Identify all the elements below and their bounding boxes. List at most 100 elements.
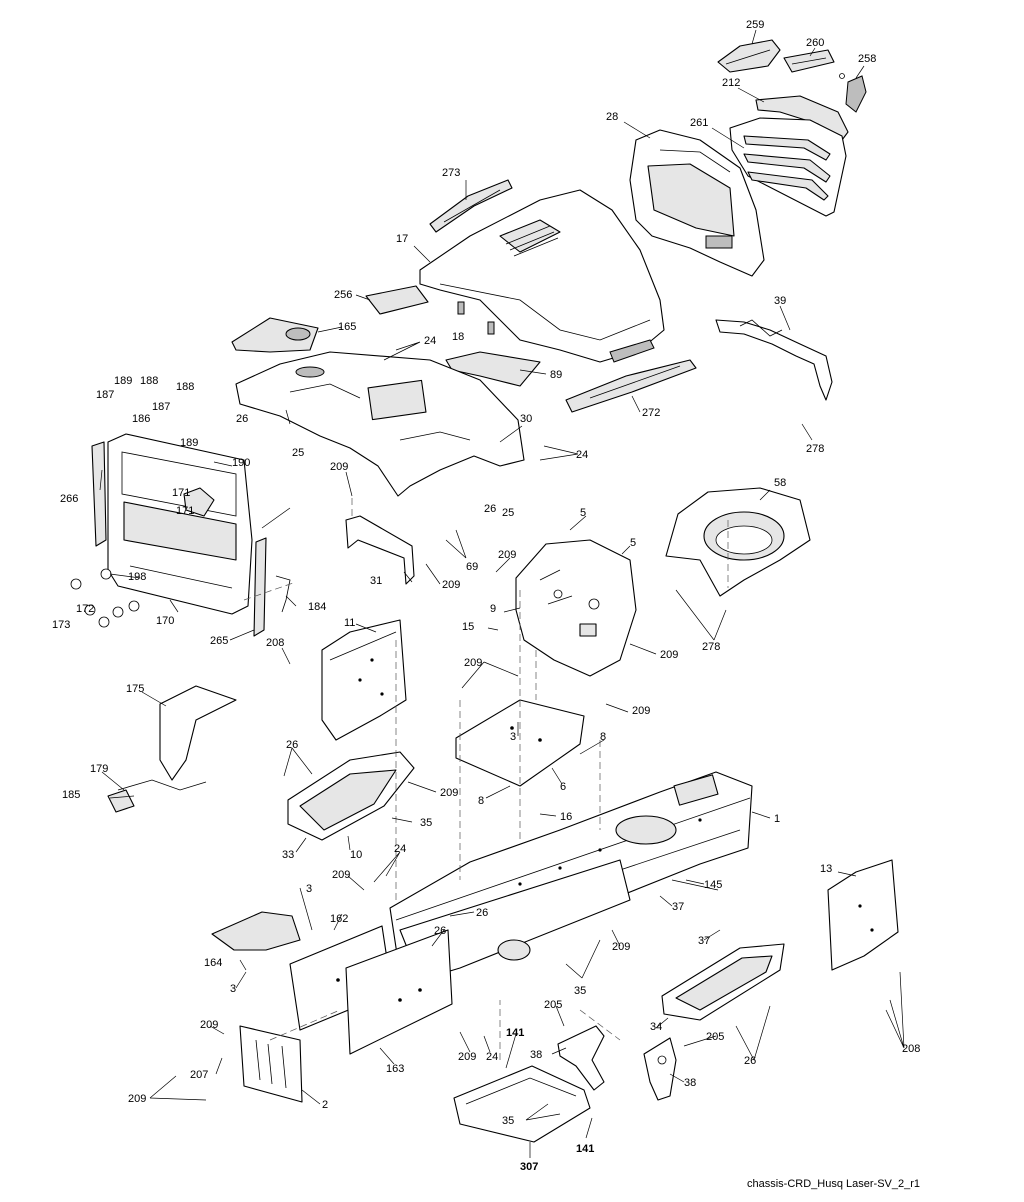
callout-8: 8 [478,795,484,807]
leader-lines [99,29,905,1158]
callout-8: 8 [600,731,606,743]
callout-260: 260 [806,37,824,49]
callout-186: 186 [132,413,150,425]
part-164-bracket [211,911,301,951]
part-11-side-panel [321,619,407,741]
part-272-side-vent [565,359,697,413]
callout-175: 175 [126,683,144,695]
callout-172: 172 [76,603,94,615]
callout-170: 170 [156,615,174,627]
callout-39: 39 [774,295,786,307]
part-38-bracket-right [643,1037,677,1101]
part-34-footrest [661,943,785,1021]
callout-37: 37 [672,901,684,913]
callout-209: 209 [128,1093,146,1105]
callout-26: 26 [744,1055,756,1067]
part-256-cover [365,285,429,315]
callout-31: 31 [370,575,382,587]
callout-28: 28 [606,111,618,123]
callout-24: 24 [576,449,588,461]
callout-173: 173 [52,619,70,631]
part-307-tray [453,1065,591,1143]
callout-18: 18 [452,331,464,343]
part-261-grille [729,117,847,217]
callout-34: 34 [650,1021,662,1033]
callout-208: 208 [266,637,284,649]
part-30-fender [235,351,525,497]
callout-24: 24 [486,1051,498,1063]
callout-207: 207 [190,1069,208,1081]
callout-189: 189 [180,437,198,449]
callout-17: 17 [396,233,408,245]
callout-171: 171 [172,487,190,499]
part-38-bracket-left [557,1025,605,1091]
callout-198: 198 [128,571,146,583]
callout-171: 171 [176,505,194,517]
part-170-dash-panel [107,433,253,615]
callout-38: 38 [530,1049,542,1061]
part-145-rod [671,879,719,891]
callout-163: 163 [386,1063,404,1075]
callout-2: 2 [322,1099,328,1111]
callout-162: 162 [330,913,348,925]
callout-26: 26 [484,503,496,515]
part-273-hood-vent [429,179,513,233]
callout-258: 258 [858,53,876,65]
callout-15: 15 [462,621,474,633]
part-2-bracket [239,1025,303,1103]
callout-5: 5 [630,537,636,549]
part-31-bracket [345,515,415,585]
part-175-pedal-cover [159,685,237,781]
callout-5: 5 [580,507,586,519]
callout-209: 209 [632,705,650,717]
callout-33: 33 [282,849,294,861]
callout-256: 256 [334,289,352,301]
callout-278: 278 [702,641,720,653]
part-179-rod [107,779,207,813]
callout-209: 209 [440,787,458,799]
diagram-caption: chassis-CRD_Husq Laser-SV_2_r1 [746,1178,920,1190]
part-33-footrest [287,751,415,841]
washer-set-172 [70,568,140,628]
callout-189: 189 [114,375,132,387]
callout-212: 212 [722,77,740,89]
callout-209: 209 [330,461,348,473]
callout-25: 25 [502,507,514,519]
callout-205: 205 [544,999,562,1011]
part-265-side-strip [253,537,267,637]
callout-38: 38 [684,1077,696,1089]
part-9-shroud-plate [515,539,637,677]
callout-188: 188 [176,381,194,393]
callout-6: 6 [560,781,566,793]
callout-307: 307 [520,1161,538,1173]
callout-35: 35 [420,817,432,829]
callout-184: 184 [308,601,326,613]
part-28-nose-panel [629,129,765,277]
callout-259: 259 [746,19,764,31]
callout-165: 165 [338,321,356,333]
callout-278: 278 [806,443,824,455]
callout-26: 26 [286,739,298,751]
part-259-headlight-lens [717,39,781,73]
callout-3: 3 [510,731,516,743]
callout-209: 209 [458,1051,476,1063]
part-17-hood [419,189,665,363]
callout-16: 16 [560,811,572,823]
callout-26: 26 [236,413,248,425]
callout-1: 1 [774,813,780,825]
part-260-lens-trim [783,49,835,73]
callout-265: 265 [210,635,228,647]
callout-209: 209 [332,869,350,881]
callout-35: 35 [502,1115,514,1127]
callout-58: 58 [774,477,786,489]
callout-13: 13 [820,863,832,875]
callout-164: 164 [204,957,222,969]
callout-209: 209 [442,579,460,591]
part-258-headlight [839,73,867,113]
callout-145: 145 [704,879,722,891]
callout-10: 10 [350,849,362,861]
callout-26: 26 [476,907,488,919]
callout-30: 30 [520,413,532,425]
callout-26: 26 [434,925,446,937]
callout-209: 209 [612,941,630,953]
